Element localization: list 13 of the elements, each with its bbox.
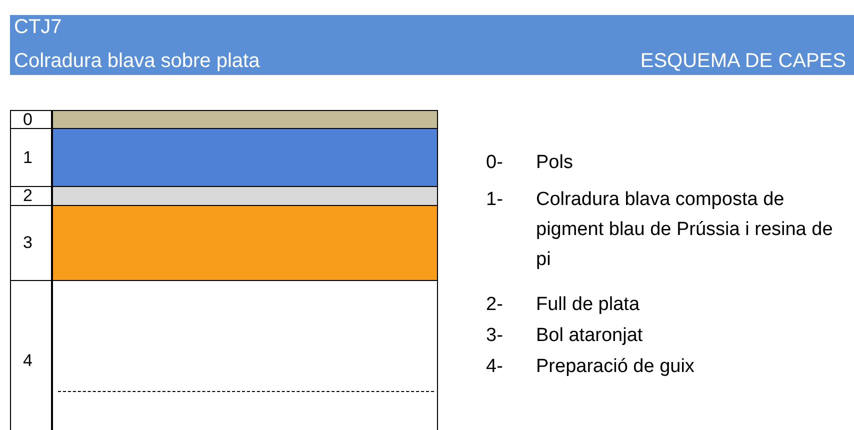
list-number: 4-: [486, 356, 503, 378]
list-number: 2-: [486, 294, 503, 316]
list-number: 0-: [486, 152, 503, 174]
title: CTJ7: [14, 16, 62, 38]
layer-description: Bol ataronjat: [536, 325, 644, 347]
section-heading: ESQUEMA DE CAPES: [640, 50, 846, 72]
layer-description: Colradura blava composta de pigment blau de Prússia i resina de pi: [536, 188, 834, 272]
layer-description: Pols: [536, 152, 574, 174]
layer-description: Preparació de guix: [536, 356, 696, 378]
subtitle: Colradura blava sobre plata: [14, 50, 260, 72]
list-number: 1-: [486, 189, 503, 211]
list-number: 3-: [486, 325, 503, 347]
layer-description: Full de plata: [536, 294, 641, 316]
